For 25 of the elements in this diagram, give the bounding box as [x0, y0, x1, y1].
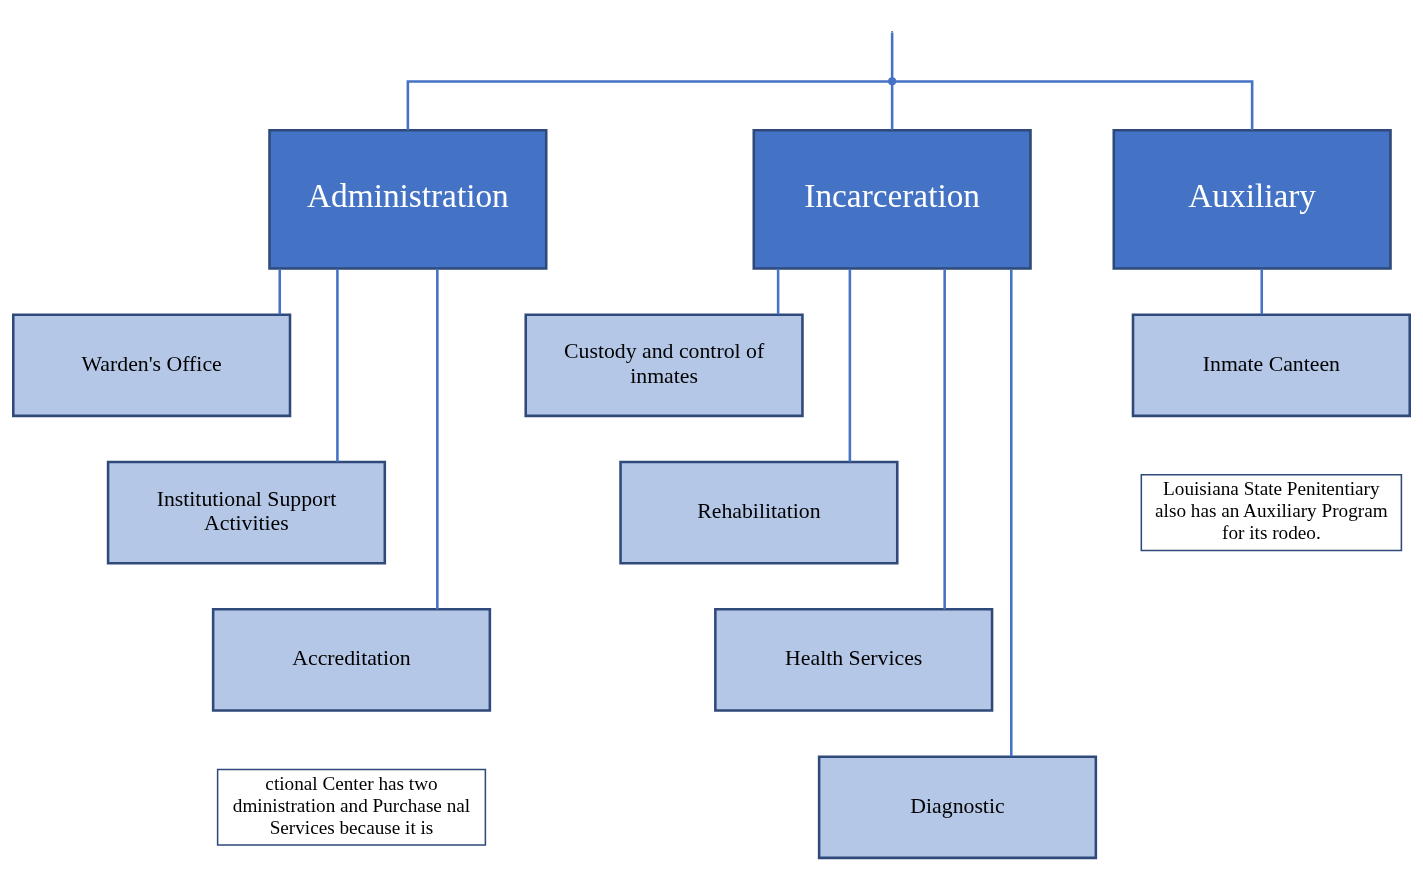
node-point — [888, 77, 897, 86]
node-box: Diagnostic — [817, 755, 1098, 860]
connector — [890, 84, 894, 130]
node-box: Inmate Canteen — [1131, 313, 1411, 418]
node-box: Auxiliary — [1112, 128, 1392, 270]
node-box: Health Services — [714, 608, 994, 712]
connector — [895, 80, 1254, 131]
node-box: Louisiana State Penitentiary also has an Auxiliary Program for its rodeo. — [1140, 474, 1403, 552]
node-box: ctional Center has two dministration and Purchase nal Services because it is — [216, 768, 487, 846]
node-box: Accreditation — [211, 608, 492, 712]
connector — [406, 80, 890, 131]
connector — [776, 268, 780, 315]
connector — [1260, 268, 1264, 315]
node-box: Incarceration — [752, 128, 1032, 270]
connector — [943, 268, 946, 610]
connector — [436, 268, 439, 610]
node-box: Custody and control of inmates — [524, 313, 804, 418]
node-box: Administration — [268, 128, 548, 270]
connector — [848, 268, 852, 462]
connector — [278, 268, 282, 315]
node-box: Rehabilitation — [619, 460, 899, 565]
node-box: Institutional Support Activities — [106, 460, 387, 565]
connector — [336, 268, 339, 462]
node-box: Warden's Office — [12, 313, 292, 418]
connector — [1010, 269, 1013, 757]
